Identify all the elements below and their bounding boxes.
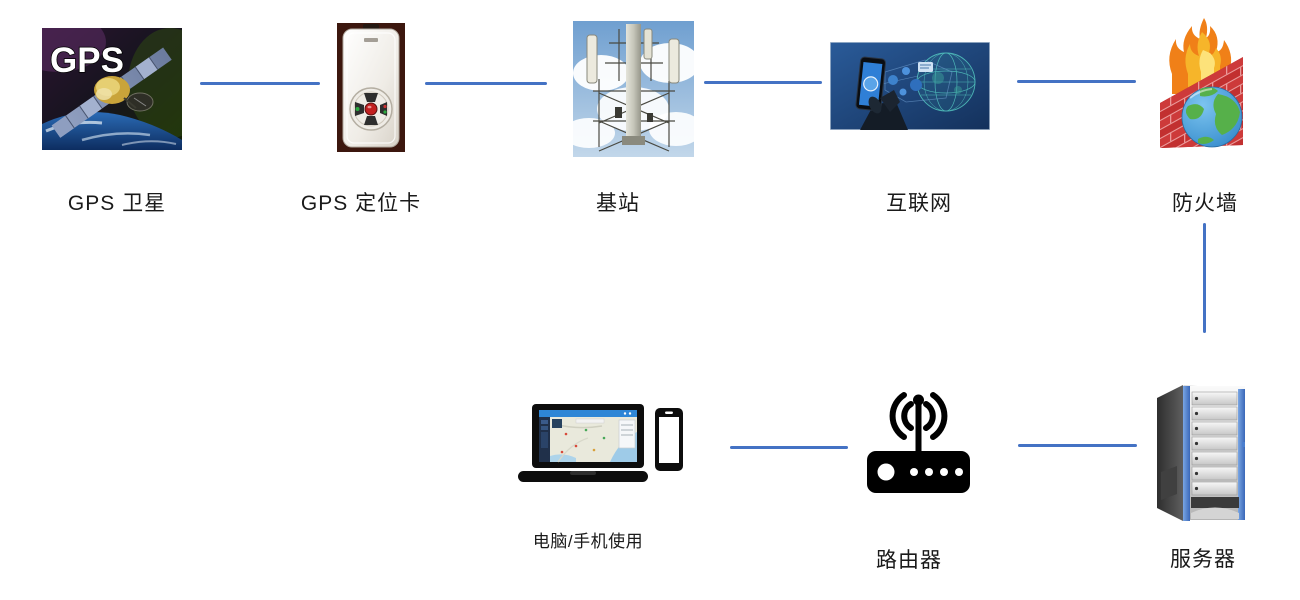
laptop-icon: [518, 404, 648, 482]
router-body: [867, 451, 970, 493]
connector-computer-router: [730, 446, 848, 449]
connector-firewall-server: [1203, 223, 1206, 333]
label-firewall: 防火墙: [1172, 192, 1238, 215]
connector-card-basestation: [425, 82, 547, 85]
gps-text: GPS: [50, 41, 124, 80]
internet-image: [830, 42, 990, 130]
connector-router-server: [1018, 444, 1137, 447]
gps-satellite-image: GPS: [42, 28, 182, 150]
router-image: [867, 392, 970, 493]
server-port: [1242, 442, 1245, 447]
sos-button: [364, 102, 378, 116]
server-side-panel: [1157, 385, 1183, 521]
label-gps-satellite: GPS 卫星: [67, 192, 167, 215]
earth-globe: [1181, 86, 1243, 148]
network-icons: [881, 59, 953, 103]
server-image: [1157, 385, 1245, 521]
label-computer-phone: 电脑/手机使用: [532, 532, 644, 551]
card-dial: [349, 87, 393, 131]
wifi-waves: [889, 392, 948, 440]
digital-globe: [916, 52, 976, 112]
smartphone-icon: [655, 408, 683, 471]
map-screen: [550, 417, 637, 463]
antenna-panels: [586, 28, 680, 84]
computer-phone-image: [518, 404, 683, 482]
label-base-station: 基站: [596, 192, 640, 215]
gps-card-image: [337, 23, 405, 152]
connector-internet-firewall: [1017, 80, 1136, 83]
connector-satellite-card: [200, 82, 320, 85]
firewall-image: [1160, 18, 1243, 148]
hand-with-phone: [855, 56, 908, 130]
drive-bays: [1191, 391, 1238, 496]
base-station-image: [573, 21, 694, 157]
label-internet: 互联网: [886, 192, 952, 215]
card-logo: [364, 38, 378, 42]
satellite-body: [94, 76, 154, 112]
label-gps-card: GPS 定位卡: [300, 192, 422, 215]
label-router: 路由器: [876, 549, 942, 572]
label-server: 服务器: [1170, 548, 1236, 571]
antenna: [913, 394, 924, 454]
connector-basestation-internet: [704, 81, 822, 84]
tower-mast: [626, 24, 641, 138]
